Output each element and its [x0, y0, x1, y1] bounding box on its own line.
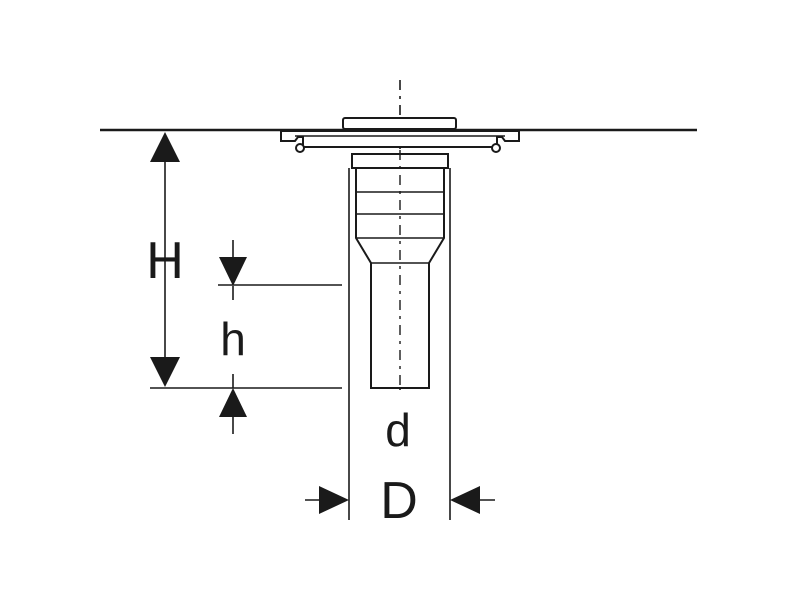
drain-flange [280, 130, 520, 148]
arrow-D-left [319, 486, 349, 514]
flange-bolt-right [491, 143, 501, 153]
drain-grate [342, 117, 457, 130]
label-D: D [380, 472, 418, 530]
arrow-H-bottom [150, 357, 180, 387]
arrow-h-bottom [219, 388, 247, 417]
label-H: H [146, 232, 184, 290]
label-h: h [220, 313, 246, 365]
arrow-D-right [450, 486, 480, 514]
arrow-h-top [219, 257, 247, 286]
arrow-H-top [150, 132, 180, 162]
flange-bolt-left [295, 143, 305, 153]
label-d: d [385, 404, 411, 456]
